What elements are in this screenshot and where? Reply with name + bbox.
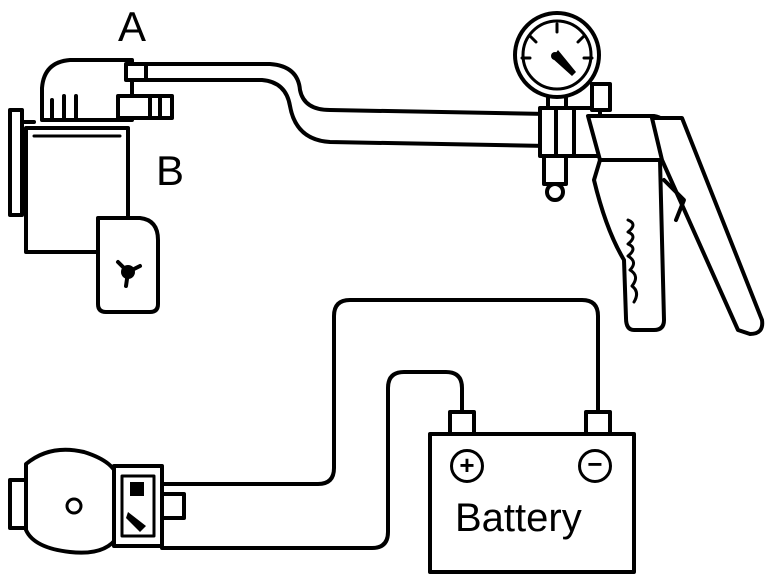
hand-vacuum-pump-icon [538,82,765,336]
vacuum-switching-valve-icon [8,58,174,314]
negative-terminal-label: − [578,449,612,483]
port-a-label: A [118,3,147,50]
battery-label: Battery [455,496,582,540]
battery-icon [428,410,636,574]
port-b-label: B [156,147,185,194]
positive-terminal-label: + [450,449,484,483]
jumper-wires [160,298,600,550]
electrical-connector-icon [8,447,186,555]
vacuum-gauge-icon [513,11,601,99]
vacuum-hose [144,62,550,148]
